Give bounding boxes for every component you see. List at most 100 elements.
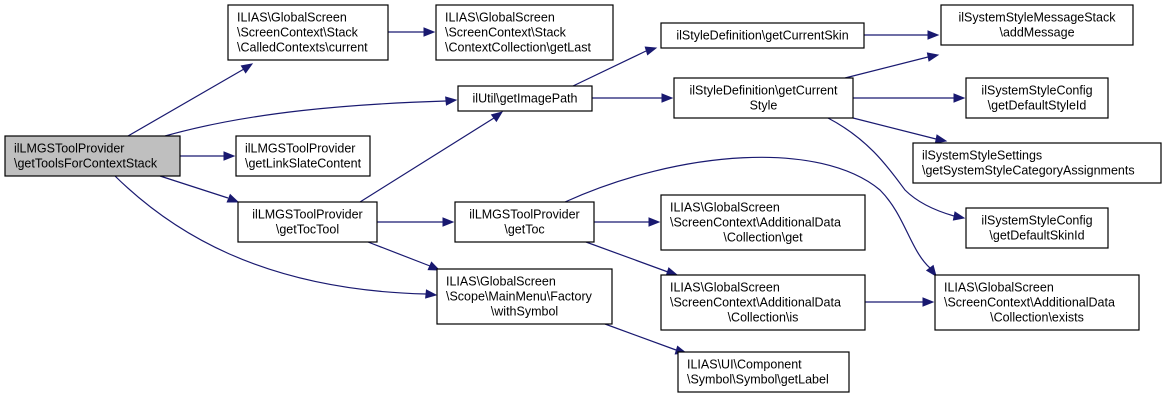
edge-line xyxy=(359,117,495,203)
node-label-line: ilSystemStyleConfig xyxy=(981,84,1092,98)
node-label-line: ILIAS\GlobalScreen xyxy=(670,281,780,295)
node-label-line: Style xyxy=(750,99,778,113)
node-catAssign[interactable]: ilSystemStyleSettings\getSystemStyleCate… xyxy=(912,142,1162,184)
node-label-line: \getToc xyxy=(504,223,544,237)
edge-root-to-getTocTool xyxy=(159,175,240,203)
node-label-line: \Collection\is xyxy=(728,311,799,325)
node-label-line: \ScreenContext\Stack xyxy=(237,26,359,40)
node-getLinkSlate[interactable]: ilLMGSToolProvider\getLinkSlateContent xyxy=(235,135,371,177)
node-withSymbol[interactable]: ILIAS\GlobalScreen\Scope\MainMenu\Factor… xyxy=(436,268,613,325)
edge-getImagePath-to-getCurrentStyle xyxy=(592,93,674,103)
node-box[interactable] xyxy=(454,201,595,243)
arrowhead-icon xyxy=(922,297,935,307)
edge-line xyxy=(127,68,245,137)
edge-line xyxy=(114,175,427,295)
arrowhead-icon xyxy=(425,289,438,299)
node-box[interactable] xyxy=(457,85,593,112)
edge-line xyxy=(572,50,647,87)
edge-getTocTool-to-getToc xyxy=(377,217,455,227)
node-label-line: \getToolsForContextStack xyxy=(14,157,158,171)
edge-collIs-to-collExists xyxy=(865,297,935,307)
node-label-line: ilLMGSToolProvider xyxy=(469,208,579,222)
edge-line xyxy=(564,156,931,269)
arrowhead-icon xyxy=(644,46,658,56)
node-getCurrentSkin[interactable]: ilStyleDefinition\getCurrentSkin xyxy=(660,22,865,49)
node-box[interactable] xyxy=(227,4,389,61)
edges-layer xyxy=(114,27,966,355)
node-box[interactable] xyxy=(436,268,613,325)
node-label-line: \Collection\get xyxy=(723,231,803,245)
node-label-line: \getTocTool xyxy=(276,223,339,237)
edge-root-to-calledCurrent xyxy=(127,63,254,137)
edge-getCurrentSkin-to-addMessage xyxy=(864,30,940,40)
node-box[interactable] xyxy=(940,4,1134,46)
edge-root-to-getImagePath xyxy=(164,96,458,137)
node-box[interactable] xyxy=(677,351,850,393)
node-box[interactable] xyxy=(237,201,378,243)
edge-root-to-getLinkSlate xyxy=(180,151,236,161)
node-label-line: ILIAS\GlobalScreen xyxy=(944,281,1054,295)
edge-line xyxy=(604,323,677,351)
node-box[interactable] xyxy=(934,274,1140,331)
node-label-line: ILIAS\GlobalScreen xyxy=(237,11,347,25)
node-getImagePath[interactable]: ilUtil\getImagePath xyxy=(457,85,593,112)
node-defSkinId[interactable]: ilSystemStyleConfig\getDefaultSkinId xyxy=(965,207,1109,249)
arrowhead-icon xyxy=(423,27,436,37)
arrowhead-icon xyxy=(226,193,240,203)
node-label-line: \Scope\MainMenu\Factory xyxy=(446,290,593,304)
edge-line xyxy=(585,241,669,273)
edge-getCurrentStyle-to-addMessage xyxy=(844,52,940,79)
node-getToc[interactable]: ilLMGSToolProvider\getToc xyxy=(454,201,595,243)
node-box[interactable] xyxy=(660,274,866,331)
edge-line xyxy=(164,100,447,137)
node-label-line: ilLMGSToolProvider xyxy=(14,142,124,156)
node-getLabel[interactable]: ILIAS\UI\Component\Symbol\Symbol\getLabe… xyxy=(677,351,850,393)
node-collIs[interactable]: ILIAS\GlobalScreen\ScreenContext\Additio… xyxy=(660,274,866,331)
node-label-line: ilLMGSToolProvider xyxy=(252,208,362,222)
node-label-line: \ScreenContext\AdditionalData xyxy=(670,296,841,310)
node-label-line: \getLinkSlateContent xyxy=(245,157,362,171)
node-root[interactable]: ilLMGSToolProvider\getToolsForContextSta… xyxy=(4,135,181,177)
node-collGet[interactable]: ILIAS\GlobalScreen\ScreenContext\Additio… xyxy=(660,194,866,251)
edge-getCurrentStyle-to-defSkinId xyxy=(827,117,966,221)
node-box[interactable] xyxy=(673,77,854,119)
node-label-line: ILIAS\GlobalScreen xyxy=(445,11,555,25)
node-box[interactable] xyxy=(4,135,181,177)
edge-getToc-to-collExists xyxy=(564,156,937,278)
node-box[interactable] xyxy=(965,77,1109,119)
node-label-line: ILIAS\UI\Component xyxy=(687,358,802,372)
edge-getCurrentStyle-to-defStyleId xyxy=(853,93,966,103)
node-collExists[interactable]: ILIAS\GlobalScreen\ScreenContext\Additio… xyxy=(934,274,1140,331)
node-calledCurrent[interactable]: ILIAS\GlobalScreen\ScreenContext\Stack\C… xyxy=(227,4,389,61)
edge-line xyxy=(367,241,431,267)
arrowhead-icon xyxy=(490,111,504,123)
edge-getToc-to-collGet xyxy=(594,217,661,227)
node-label-line: ilSystemStyleSettings xyxy=(922,149,1042,163)
arrowhead-icon xyxy=(445,96,458,106)
node-label-line: \ContextCollection\getLast xyxy=(445,41,591,55)
node-box[interactable] xyxy=(912,142,1162,184)
node-label-line: ilSystemStyleConfig xyxy=(981,214,1092,228)
arrowhead-icon xyxy=(926,52,940,62)
node-defStyleId[interactable]: ilSystemStyleConfig\getDefaultStyleId xyxy=(965,77,1109,119)
node-addMessage[interactable]: ilSystemStyleMessageStack\addMessage xyxy=(940,4,1134,46)
arrowhead-icon xyxy=(442,217,455,227)
edge-root-to-withSymbol xyxy=(114,175,438,299)
node-box[interactable] xyxy=(965,207,1109,249)
edge-getTocTool-to-getImagePath xyxy=(359,111,504,203)
node-box[interactable] xyxy=(235,135,371,177)
arrowhead-icon xyxy=(240,63,254,74)
node-getLast[interactable]: ILIAS\GlobalScreen\ScreenContext\Stack\C… xyxy=(435,4,614,61)
node-label-line: \Symbol\Symbol\getLabel xyxy=(687,373,829,387)
edge-line xyxy=(852,117,937,140)
edge-getTocTool-to-withSymbol xyxy=(367,241,441,271)
node-box[interactable] xyxy=(660,22,865,49)
node-box[interactable] xyxy=(660,194,866,251)
node-label-line: ilStyleDefinition\getCurrentSkin xyxy=(676,29,848,43)
arrowhead-icon xyxy=(934,134,948,144)
node-label-line: \ScreenContext\AdditionalData xyxy=(670,216,841,230)
node-getTocTool[interactable]: ilLMGSToolProvider\getTocTool xyxy=(237,201,378,243)
node-box[interactable] xyxy=(435,4,614,61)
edge-calledCurrent-to-getLast xyxy=(388,27,436,37)
